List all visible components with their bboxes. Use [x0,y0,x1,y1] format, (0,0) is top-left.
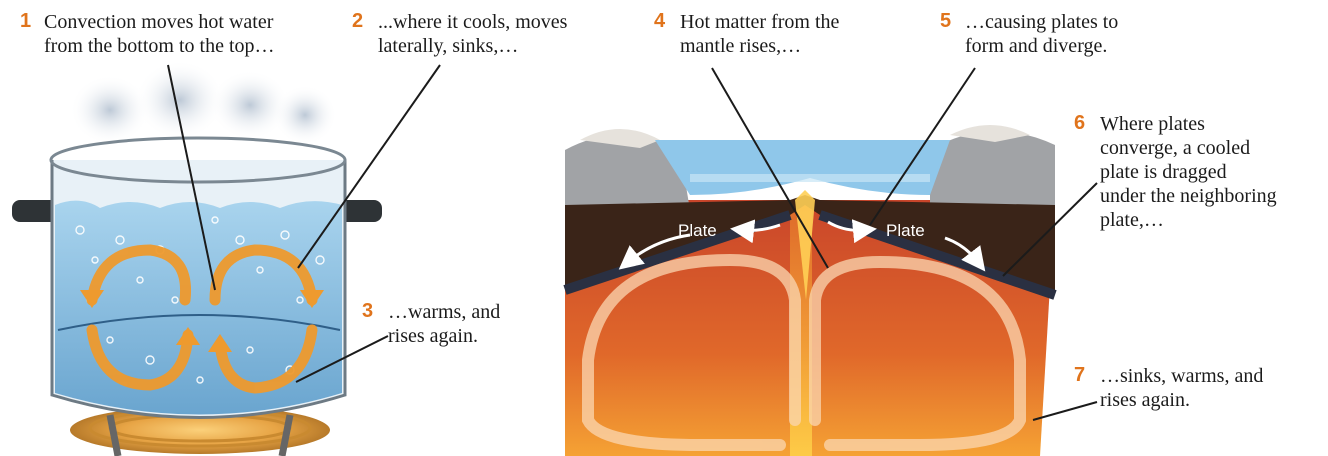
callout-6-line-3: plate is dragged [1100,160,1277,184]
callout-7-line-1: …sinks, warms, and [1100,364,1263,388]
callout-4-line-1: Hot matter from the [680,10,839,34]
earth-cross-section: Plate Plate [565,125,1055,456]
callout-6-number: 6 [1074,112,1085,135]
callout-5-line-1: …causing plates to [965,10,1118,34]
callout-4-line-2: mantle rises,… [680,34,839,58]
callout-1-line-2: from the bottom to the top… [44,34,275,58]
callout-7-number: 7 [1074,364,1085,387]
pot-illustration [12,60,382,456]
plate-label-left: Plate [678,221,717,240]
callout-6-line-5: plate,… [1100,208,1277,232]
callout-7-line-2: rises again. [1100,388,1263,412]
plate-label-right: Plate [886,221,925,240]
callout-3-line-1: …warms, and [388,300,500,324]
callout-4-number: 4 [654,10,665,33]
callout-1-number: 1 [20,10,31,33]
callout-2-line-1: ...where it cools, moves [378,10,567,34]
callout-6-line-2: converge, a cooled [1100,136,1277,160]
steam [70,60,337,145]
right-mountain [930,125,1055,215]
callout-2-number: 2 [352,10,363,33]
callout-6-line-4: under the neighboring [1100,184,1277,208]
callout-3-line-2: rises again. [388,324,500,348]
ocean [655,140,950,195]
callout-6-line-1: Where plates [1100,112,1277,136]
callout-5-number: 5 [940,10,951,33]
callout-3-number: 3 [362,300,373,323]
callout-5-line-2: form and diverge. [965,34,1118,58]
callout-1-line-1: Convection moves hot water [44,10,275,34]
callout-2-line-2: laterally, sinks,… [378,34,567,58]
